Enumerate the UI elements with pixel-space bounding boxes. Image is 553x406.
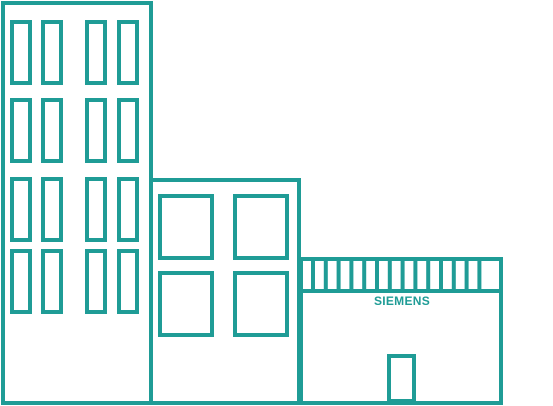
tower-window [117, 98, 139, 163]
tower-window [85, 98, 107, 163]
tower-window [85, 249, 107, 314]
middle-building [149, 178, 301, 405]
company-sign: SIEMENS [374, 294, 430, 308]
tower-window [10, 177, 32, 242]
tower-window [41, 20, 63, 85]
tower-window [10, 249, 32, 314]
middle-window-bottom-left [158, 271, 214, 337]
tower-window [10, 20, 32, 85]
middle-window-bottom-right [233, 271, 289, 337]
factory-door [387, 354, 416, 403]
middle-building-outline [149, 178, 301, 405]
tower-window [10, 98, 32, 163]
tall-tower-outline [1, 1, 153, 405]
middle-window-top-right [233, 194, 289, 260]
tower-window [41, 249, 63, 314]
factory-roof-slats [311, 261, 482, 289]
tall-tower [1, 1, 153, 405]
tower-window [41, 177, 63, 242]
middle-window-top-left [158, 194, 214, 260]
tower-window [41, 98, 63, 163]
factory-building: SIEMENS [299, 257, 503, 405]
tower-window [85, 177, 107, 242]
tower-window [117, 20, 139, 85]
tower-window [117, 177, 139, 242]
tall-tower-windows [10, 20, 139, 314]
tower-window [85, 20, 107, 85]
tower-window [117, 249, 139, 314]
